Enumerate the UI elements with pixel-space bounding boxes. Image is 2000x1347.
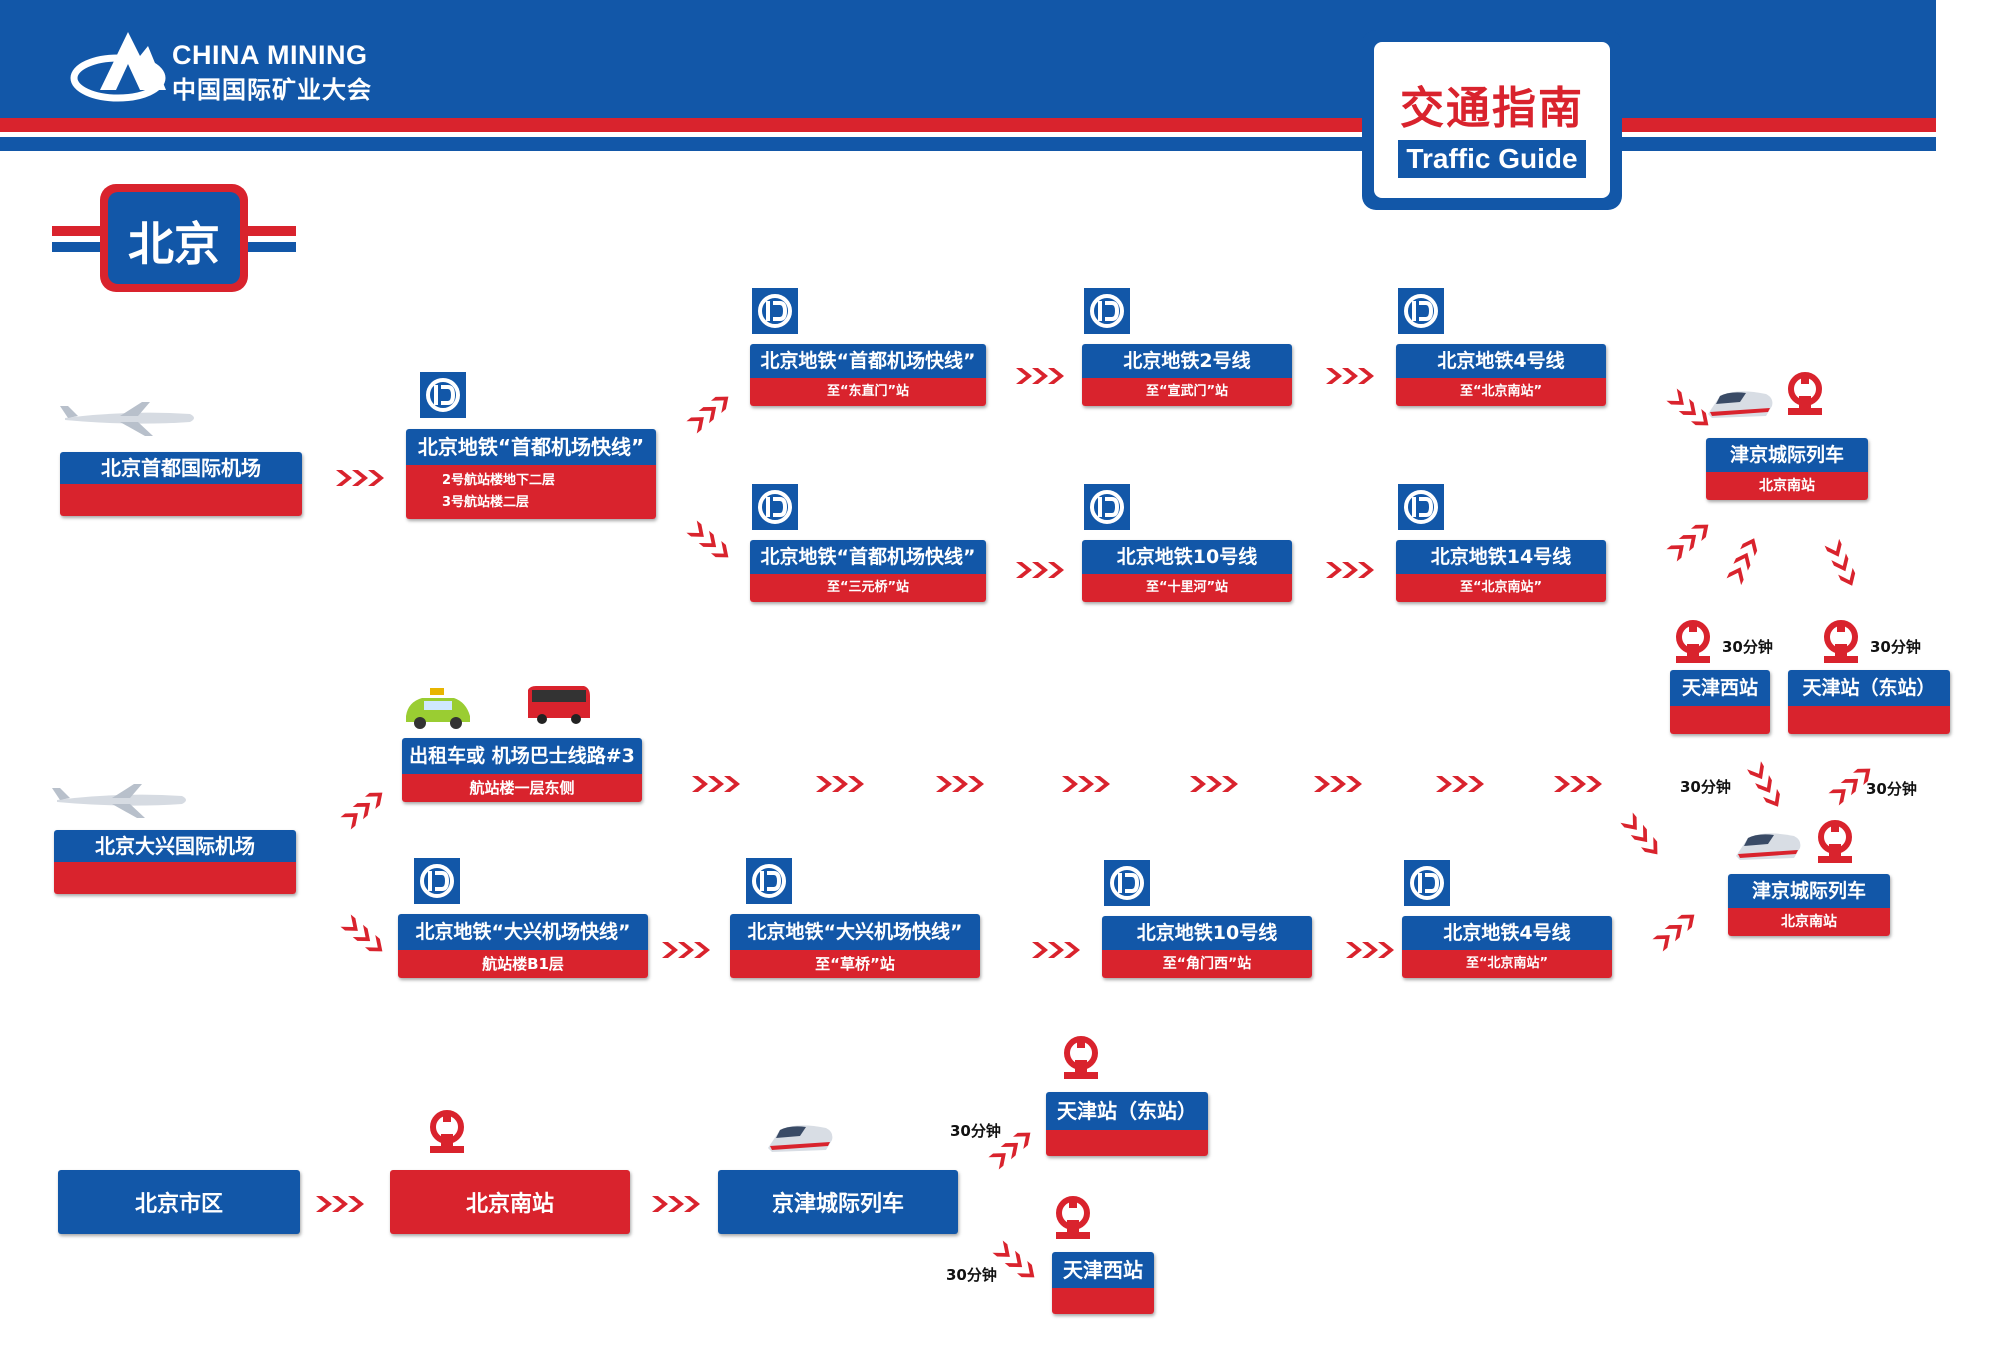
- city-name: 北京: [128, 217, 220, 271]
- guide-title-en: Traffic Guide: [1398, 140, 1586, 178]
- rail-icon: [1782, 372, 1828, 422]
- travel-time: 30分钟: [1722, 638, 1773, 656]
- travel-time: 30分钟: [1866, 780, 1917, 798]
- metro-icon: [752, 288, 798, 338]
- travel-time: 30分钟: [950, 1122, 1001, 1140]
- airplane-icon: [60, 398, 200, 442]
- train-icon: [1734, 828, 1804, 868]
- chevron-arrow-icon: [692, 776, 740, 792]
- rail-icon: [1818, 620, 1864, 670]
- chevron-arrow-icon: [1326, 562, 1374, 578]
- route3-tianjin-west[interactable]: 天津西站: [1052, 1252, 1154, 1314]
- route1-lower-step2[interactable]: 北京地铁10号线 至“十里河”站: [1082, 540, 1292, 602]
- metro-icon: [746, 858, 792, 908]
- route1-upper-step3[interactable]: 北京地铁4号线 至“北京南站”: [1396, 344, 1606, 406]
- metro-icon: [752, 484, 798, 534]
- airplane-icon: [52, 780, 192, 824]
- route3-tianjin-east[interactable]: 天津站（东站）: [1046, 1092, 1208, 1156]
- metro-icon: [1398, 288, 1444, 338]
- route1-step-airport-express[interactable]: 北京地铁“首都机场快线” 2号航站楼地下二层 3号航站楼二层: [406, 429, 656, 519]
- route2-step1[interactable]: 北京地铁“大兴机场快线” 航站楼B1层: [398, 914, 648, 978]
- metro-icon: [1084, 484, 1130, 534]
- rail-icon: [1670, 620, 1716, 670]
- chevron-arrow-icon: [1346, 942, 1394, 958]
- rail-icon: [424, 1110, 470, 1160]
- chevron-arrow-icon: [1032, 942, 1080, 958]
- route2-step2[interactable]: 北京地铁“大兴机场快线” 至“草桥”站: [730, 914, 980, 978]
- route1-upper-step1[interactable]: 北京地铁“首都机场快线” 至“东直门”站: [750, 344, 986, 406]
- chevron-arrow-icon: [1062, 776, 1110, 792]
- chevron-arrow-icon: [340, 914, 383, 952]
- rail-icon: [1812, 820, 1858, 870]
- rail-icon: [1050, 1196, 1096, 1246]
- route1-intercity-rail[interactable]: 津京城际列车 北京南站: [1706, 438, 1868, 500]
- route1-lower-step3[interactable]: 北京地铁14号线 至“北京南站”: [1396, 540, 1606, 602]
- chevron-arrow-icon: [686, 520, 729, 558]
- brand-en: CHINA MINING: [172, 40, 368, 70]
- route1-tianjin-east[interactable]: 天津站（东站）: [1788, 670, 1950, 734]
- chevron-arrow-icon: [662, 942, 710, 958]
- route1-upper-step2[interactable]: 北京地铁2号线 至“宣武门”站: [1082, 344, 1292, 406]
- metro-icon: [1398, 484, 1444, 534]
- taxi-icon: [402, 686, 474, 734]
- chevron-arrow-icon: [1824, 538, 1856, 586]
- route1-lower-step1[interactable]: 北京地铁“首都机场快线” 至“三元桥”站: [750, 540, 986, 602]
- metro-icon: [414, 858, 460, 908]
- travel-time: 30分钟: [1680, 778, 1731, 796]
- china-mining-logo-icon: [70, 32, 166, 102]
- chevron-arrow-icon: [1620, 812, 1658, 855]
- origin-beijing-city[interactable]: 北京市区: [58, 1170, 300, 1234]
- route2-step3[interactable]: 北京地铁10号线 至“角门西”站: [1102, 916, 1312, 978]
- chevron-arrow-icon: [992, 1240, 1035, 1278]
- chevron-arrow-icon: [936, 776, 984, 792]
- guide-title-cn: 交通指南: [1400, 83, 1584, 134]
- chevron-arrow-icon: [336, 470, 384, 486]
- chevron-arrow-icon: [1190, 776, 1238, 792]
- chevron-arrow-icon: [1554, 776, 1602, 792]
- chevron-arrow-icon: [816, 776, 864, 792]
- bus-icon: [524, 682, 592, 730]
- header-stripe-white: [0, 132, 1936, 137]
- chevron-arrow-icon: [1314, 776, 1362, 792]
- route2-step4[interactable]: 北京地铁4号线 至“北京南站”: [1402, 916, 1612, 978]
- route3-intercity-rail[interactable]: 京津城际列车: [718, 1170, 958, 1234]
- metro-icon: [1104, 860, 1150, 910]
- chevron-arrow-icon: [1747, 761, 1780, 807]
- chevron-arrow-icon: [686, 396, 729, 434]
- chevron-arrow-icon: [316, 1196, 364, 1212]
- chevron-arrow-icon: [1726, 538, 1758, 586]
- chevron-arrow-icon: [1326, 368, 1374, 384]
- metro-icon: [420, 372, 466, 422]
- travel-time: 30分钟: [1870, 638, 1921, 656]
- metro-icon: [1084, 288, 1130, 338]
- chevron-arrow-icon: [1016, 368, 1064, 384]
- route2-intercity-rail[interactable]: 津京城际列车 北京南站: [1728, 874, 1890, 936]
- header-stripe-blue: [0, 137, 1936, 151]
- route1-tianjin-west[interactable]: 天津西站: [1670, 670, 1770, 734]
- header-stripe-red: [0, 118, 1936, 132]
- chevron-arrow-icon: [1016, 562, 1064, 578]
- brand-cn: 中国国际矿业大会: [172, 76, 372, 104]
- route2-taxi-bus[interactable]: 出租车或 机场巴士线路#3 航站楼一层东侧: [402, 738, 642, 802]
- chevron-arrow-icon: [1436, 776, 1484, 792]
- chevron-arrow-icon: [1652, 914, 1695, 952]
- origin-capital-airport[interactable]: 北京首都国际机场: [60, 452, 302, 516]
- chevron-arrow-icon: [652, 1196, 700, 1212]
- chevron-arrow-icon: [1666, 524, 1709, 562]
- travel-time: 30分钟: [946, 1266, 997, 1284]
- train-icon: [766, 1120, 836, 1160]
- chevron-arrow-icon: [340, 792, 383, 830]
- train-icon: [1706, 386, 1776, 426]
- rail-icon: [1058, 1036, 1104, 1086]
- origin-daxing-airport[interactable]: 北京大兴国际机场: [54, 830, 296, 894]
- route3-beijing-south[interactable]: 北京南站: [390, 1170, 630, 1234]
- metro-icon: [1404, 860, 1450, 910]
